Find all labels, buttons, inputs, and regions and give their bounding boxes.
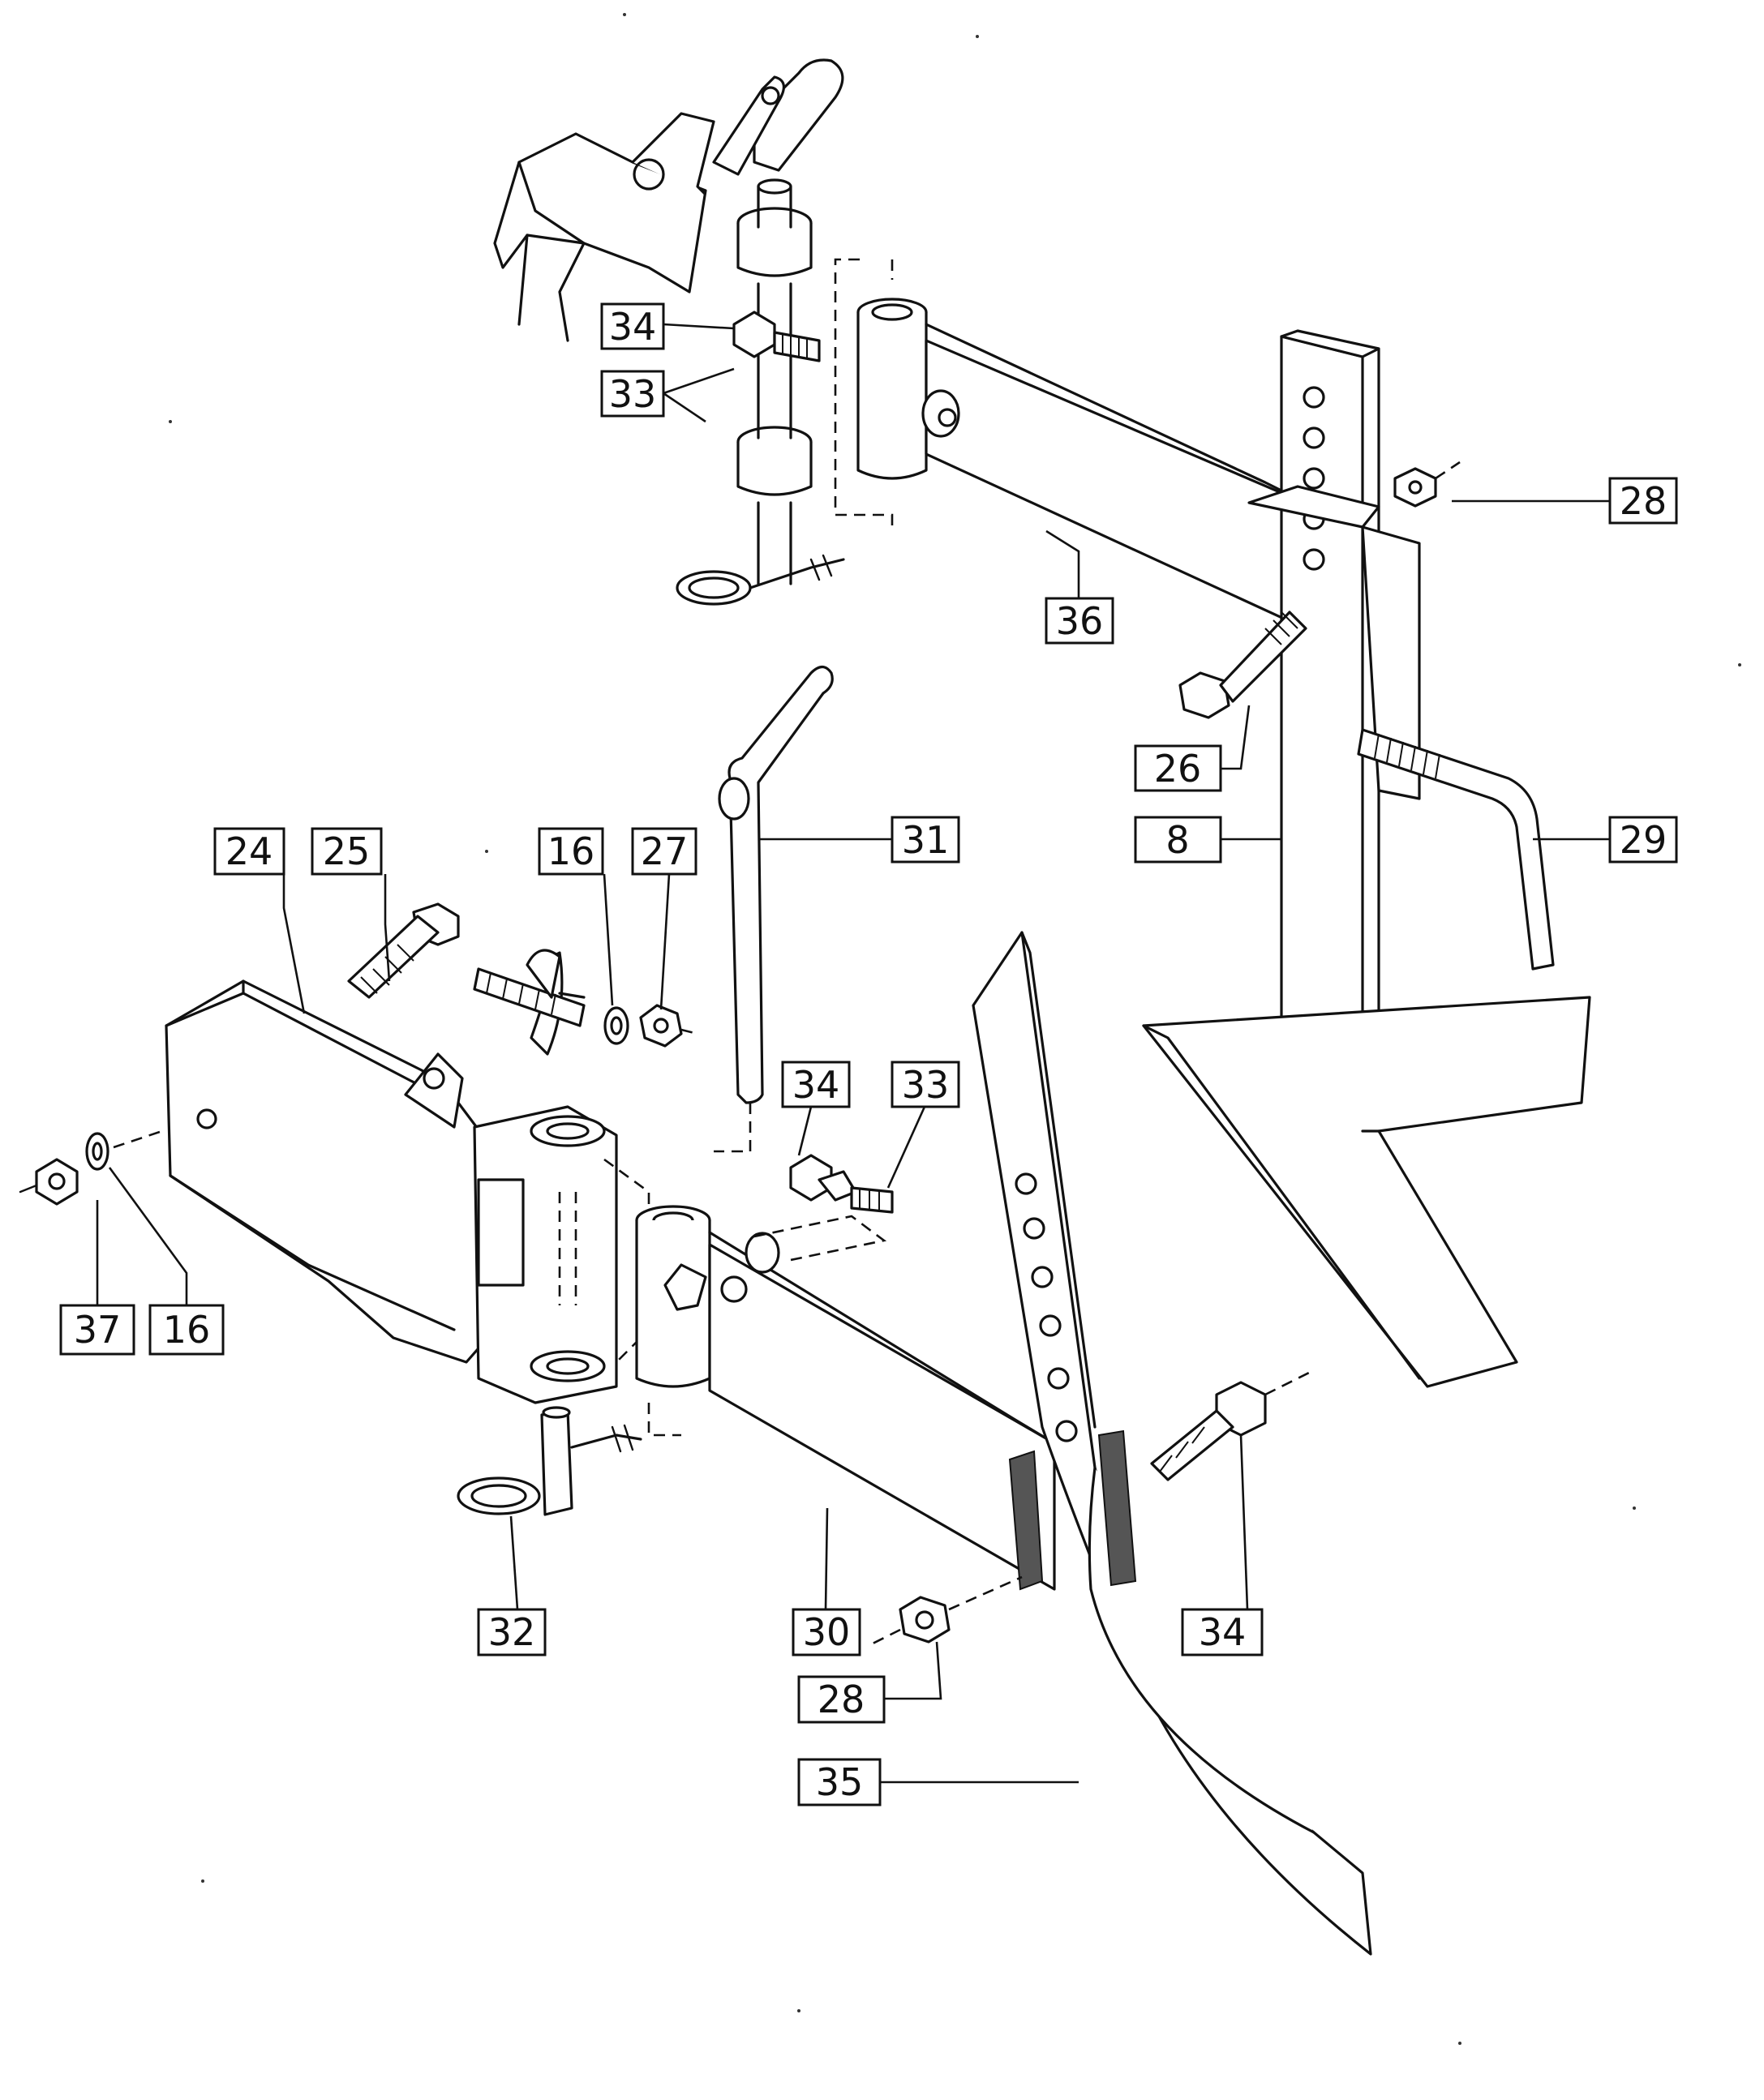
callout-26: 26 bbox=[1134, 744, 1222, 792]
spring-rod-29 bbox=[1357, 728, 1555, 971]
svg-text:32: 32 bbox=[488, 1610, 536, 1654]
callout-34-upper: 34 bbox=[600, 302, 665, 350]
callout-24: 24 bbox=[213, 827, 285, 876]
svg-text:34: 34 bbox=[609, 305, 657, 349]
callout-28-lower: 28 bbox=[797, 1675, 886, 1724]
upper-nut-28 bbox=[1393, 461, 1461, 508]
svg-text:31: 31 bbox=[902, 818, 950, 862]
callout-25: 25 bbox=[311, 827, 383, 876]
upper-sweep-blade bbox=[1142, 996, 1591, 1388]
svg-text:28: 28 bbox=[1620, 479, 1667, 523]
scan-specks bbox=[169, 13, 1741, 2045]
upper-hitch-bracket bbox=[493, 112, 715, 342]
callout-30: 30 bbox=[792, 1608, 861, 1656]
lower-bracket-24 bbox=[165, 979, 496, 1364]
upper-arm-36 bbox=[834, 258, 1315, 634]
lower-shank-clamps bbox=[1008, 1429, 1137, 1591]
lower-washer-nut-16-27 bbox=[603, 1004, 698, 1048]
callout-27: 27 bbox=[631, 827, 697, 876]
lower-nut-37-washer-16 bbox=[19, 1129, 163, 1206]
svg-text:24: 24 bbox=[225, 829, 273, 873]
lower-spring-bolt bbox=[473, 949, 586, 1027]
svg-text:25: 25 bbox=[323, 829, 371, 873]
callout-28-upper: 28 bbox=[1608, 477, 1678, 525]
svg-text:36: 36 bbox=[1056, 599, 1104, 643]
upper-shank-8 bbox=[1247, 329, 1421, 1121]
callout-34-lower: 34 bbox=[1181, 1608, 1264, 1656]
upper-lynch-pin bbox=[676, 554, 845, 606]
callout-34-middle: 34 bbox=[781, 1061, 851, 1108]
callout-33-middle: 33 bbox=[891, 1061, 960, 1108]
lower-bolt-34 bbox=[1150, 1369, 1315, 1481]
callout-35: 35 bbox=[797, 1758, 882, 1806]
lower-pivot-housing bbox=[473, 1105, 650, 1404]
upper-pivot-sleeves bbox=[736, 178, 813, 585]
lower-bolt-33 bbox=[753, 1154, 894, 1262]
callout-31: 31 bbox=[891, 816, 960, 864]
callout-32: 32 bbox=[477, 1608, 547, 1656]
upper-bolt-26 bbox=[1178, 611, 1307, 719]
svg-text:33: 33 bbox=[902, 1063, 950, 1107]
svg-text:34: 34 bbox=[792, 1063, 840, 1107]
svg-text:16: 16 bbox=[163, 1308, 211, 1352]
lower-arm-30 bbox=[635, 1205, 1056, 1591]
lower-handle-31 bbox=[714, 665, 834, 1153]
svg-text:37: 37 bbox=[74, 1308, 122, 1352]
svg-text:28: 28 bbox=[818, 1678, 865, 1721]
svg-text:35: 35 bbox=[816, 1760, 864, 1804]
lower-lynch-pin-32 bbox=[457, 1406, 642, 1516]
upper-handle-lever bbox=[712, 58, 844, 176]
svg-text:33: 33 bbox=[609, 372, 657, 416]
callout-37: 37 bbox=[59, 1304, 135, 1356]
lower-nut-28 bbox=[867, 1575, 1023, 1648]
callout-33-upper: 33 bbox=[600, 370, 665, 418]
svg-text:16: 16 bbox=[547, 829, 595, 873]
callout-36: 36 bbox=[1045, 597, 1114, 645]
callout-8: 8 bbox=[1134, 816, 1222, 864]
svg-text:34: 34 bbox=[1199, 1610, 1247, 1654]
callout-29: 29 bbox=[1608, 816, 1678, 864]
svg-text:29: 29 bbox=[1620, 818, 1667, 862]
svg-text:27: 27 bbox=[641, 829, 689, 873]
svg-text:8: 8 bbox=[1165, 818, 1189, 862]
callout-16-upper: 16 bbox=[538, 827, 604, 876]
svg-text:26: 26 bbox=[1154, 747, 1202, 791]
leader-lines bbox=[96, 323, 1610, 1784]
svg-text:30: 30 bbox=[803, 1610, 851, 1654]
callout-16-lower: 16 bbox=[148, 1304, 225, 1356]
lower-bolt-25 bbox=[347, 902, 460, 999]
upper-bolt-nut bbox=[732, 311, 821, 362]
